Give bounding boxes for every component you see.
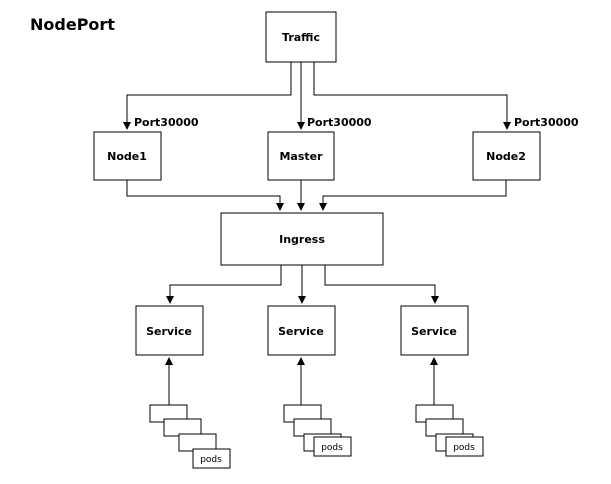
traffic-node: Traffic	[265, 11, 337, 63]
pod-stack-2: pods	[283, 404, 352, 457]
port-label-node2: Port30000	[514, 116, 579, 129]
service-node-3: Service	[400, 305, 469, 356]
node1-node: Node1	[93, 131, 162, 181]
ingress-node: Ingress	[220, 212, 384, 266]
ingress-label: Ingress	[279, 233, 325, 246]
arrow-traffic-node1	[123, 62, 292, 130]
node2-label: Node2	[486, 150, 526, 163]
pods-label-3: pods	[453, 443, 475, 453]
diagram-title: NodePort	[30, 15, 115, 34]
service-node-1: Service	[135, 305, 204, 356]
pods-label-1: pods	[200, 455, 222, 465]
node2-node: Node2	[472, 131, 541, 181]
pod-stack-3: pods	[415, 404, 484, 457]
arrow-traffic-node2	[313, 62, 511, 130]
pods-label-2: pods	[321, 443, 343, 453]
port-label-master: Port30000	[307, 116, 372, 129]
arrow-ingress-service-1	[166, 265, 282, 304]
pod-stack-1: pods	[149, 404, 231, 469]
node1-label: Node1	[107, 150, 147, 163]
arrow-node1-ingress	[126, 180, 284, 211]
service-label-1: Service	[146, 325, 192, 338]
arrow-ingress-service-3	[324, 265, 439, 304]
traffic-label: Traffic	[282, 31, 320, 44]
master-label: Master	[279, 150, 323, 163]
arrow-node2-ingress	[319, 180, 507, 211]
service-node-2: Service	[267, 305, 336, 356]
port-label-node1: Port30000	[134, 116, 199, 129]
master-node: Master	[267, 131, 335, 181]
service-label-3: Service	[411, 325, 457, 338]
service-label-2: Service	[278, 325, 324, 338]
